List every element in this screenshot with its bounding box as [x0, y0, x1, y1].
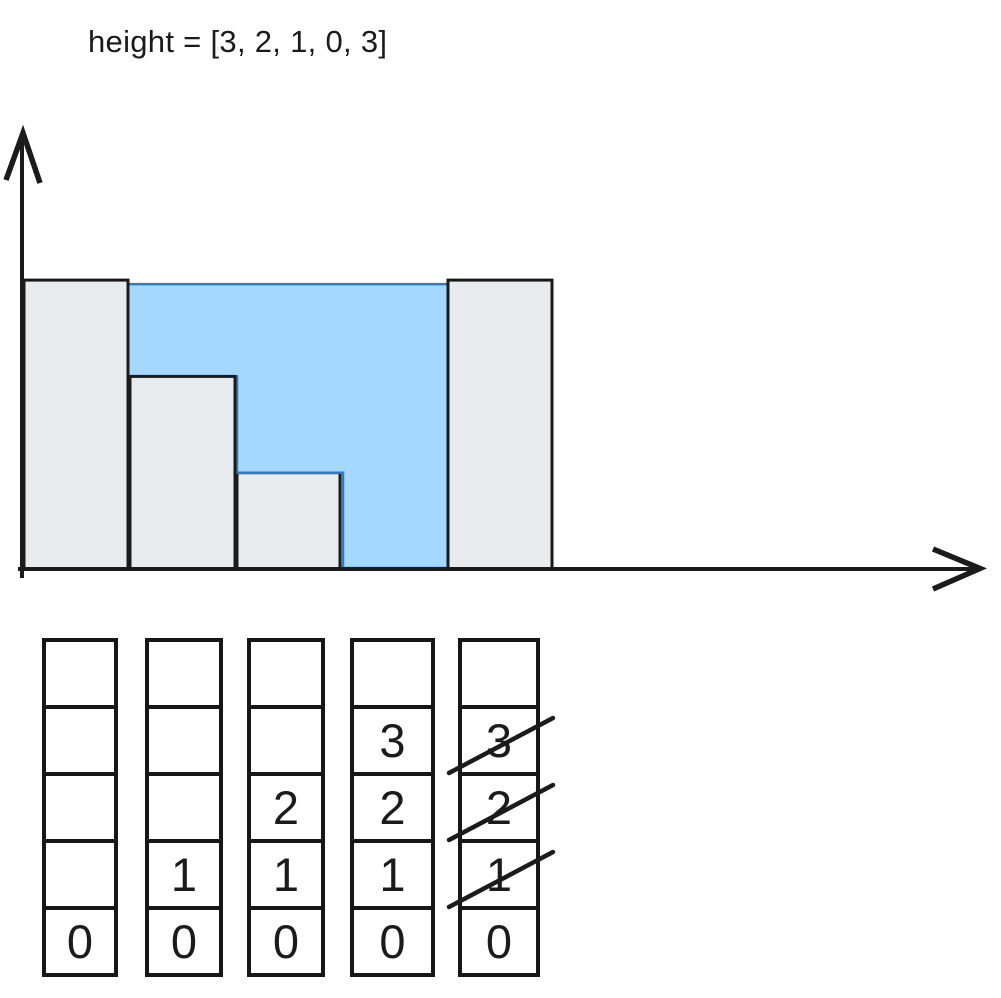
stack-cell	[145, 772, 223, 843]
stack-cell: 1	[145, 839, 223, 910]
stack-cell	[458, 638, 540, 709]
stack-column-5: 3210	[458, 638, 540, 977]
stack-cell: 0	[458, 906, 540, 977]
stack-cell: 3	[458, 705, 540, 776]
stack-cell	[42, 772, 118, 843]
stack-cell: 1	[350, 839, 435, 910]
stack-column-2: 10	[145, 638, 223, 977]
stack-cell	[145, 638, 223, 709]
stack-cell	[247, 638, 325, 709]
stack-cell	[350, 638, 435, 709]
stack-cell	[42, 638, 118, 709]
stack-cell	[42, 839, 118, 910]
stack-cell	[247, 705, 325, 776]
stack-column-4: 3210	[350, 638, 435, 977]
stack-cell	[145, 705, 223, 776]
stack-cell: 1	[458, 839, 540, 910]
stack-cell: 2	[247, 772, 325, 843]
stack-column-1: 0	[42, 638, 118, 977]
stack-column-3: 210	[247, 638, 325, 977]
stack-cell: 0	[145, 906, 223, 977]
stack-cell: 3	[350, 705, 435, 776]
stack-cell: 2	[350, 772, 435, 843]
stack-cell: 1	[247, 839, 325, 910]
stack-cell: 0	[42, 906, 118, 977]
stack-cell: 2	[458, 772, 540, 843]
stack-cell	[42, 705, 118, 776]
stack-cell: 0	[350, 906, 435, 977]
stack-cell: 0	[247, 906, 325, 977]
